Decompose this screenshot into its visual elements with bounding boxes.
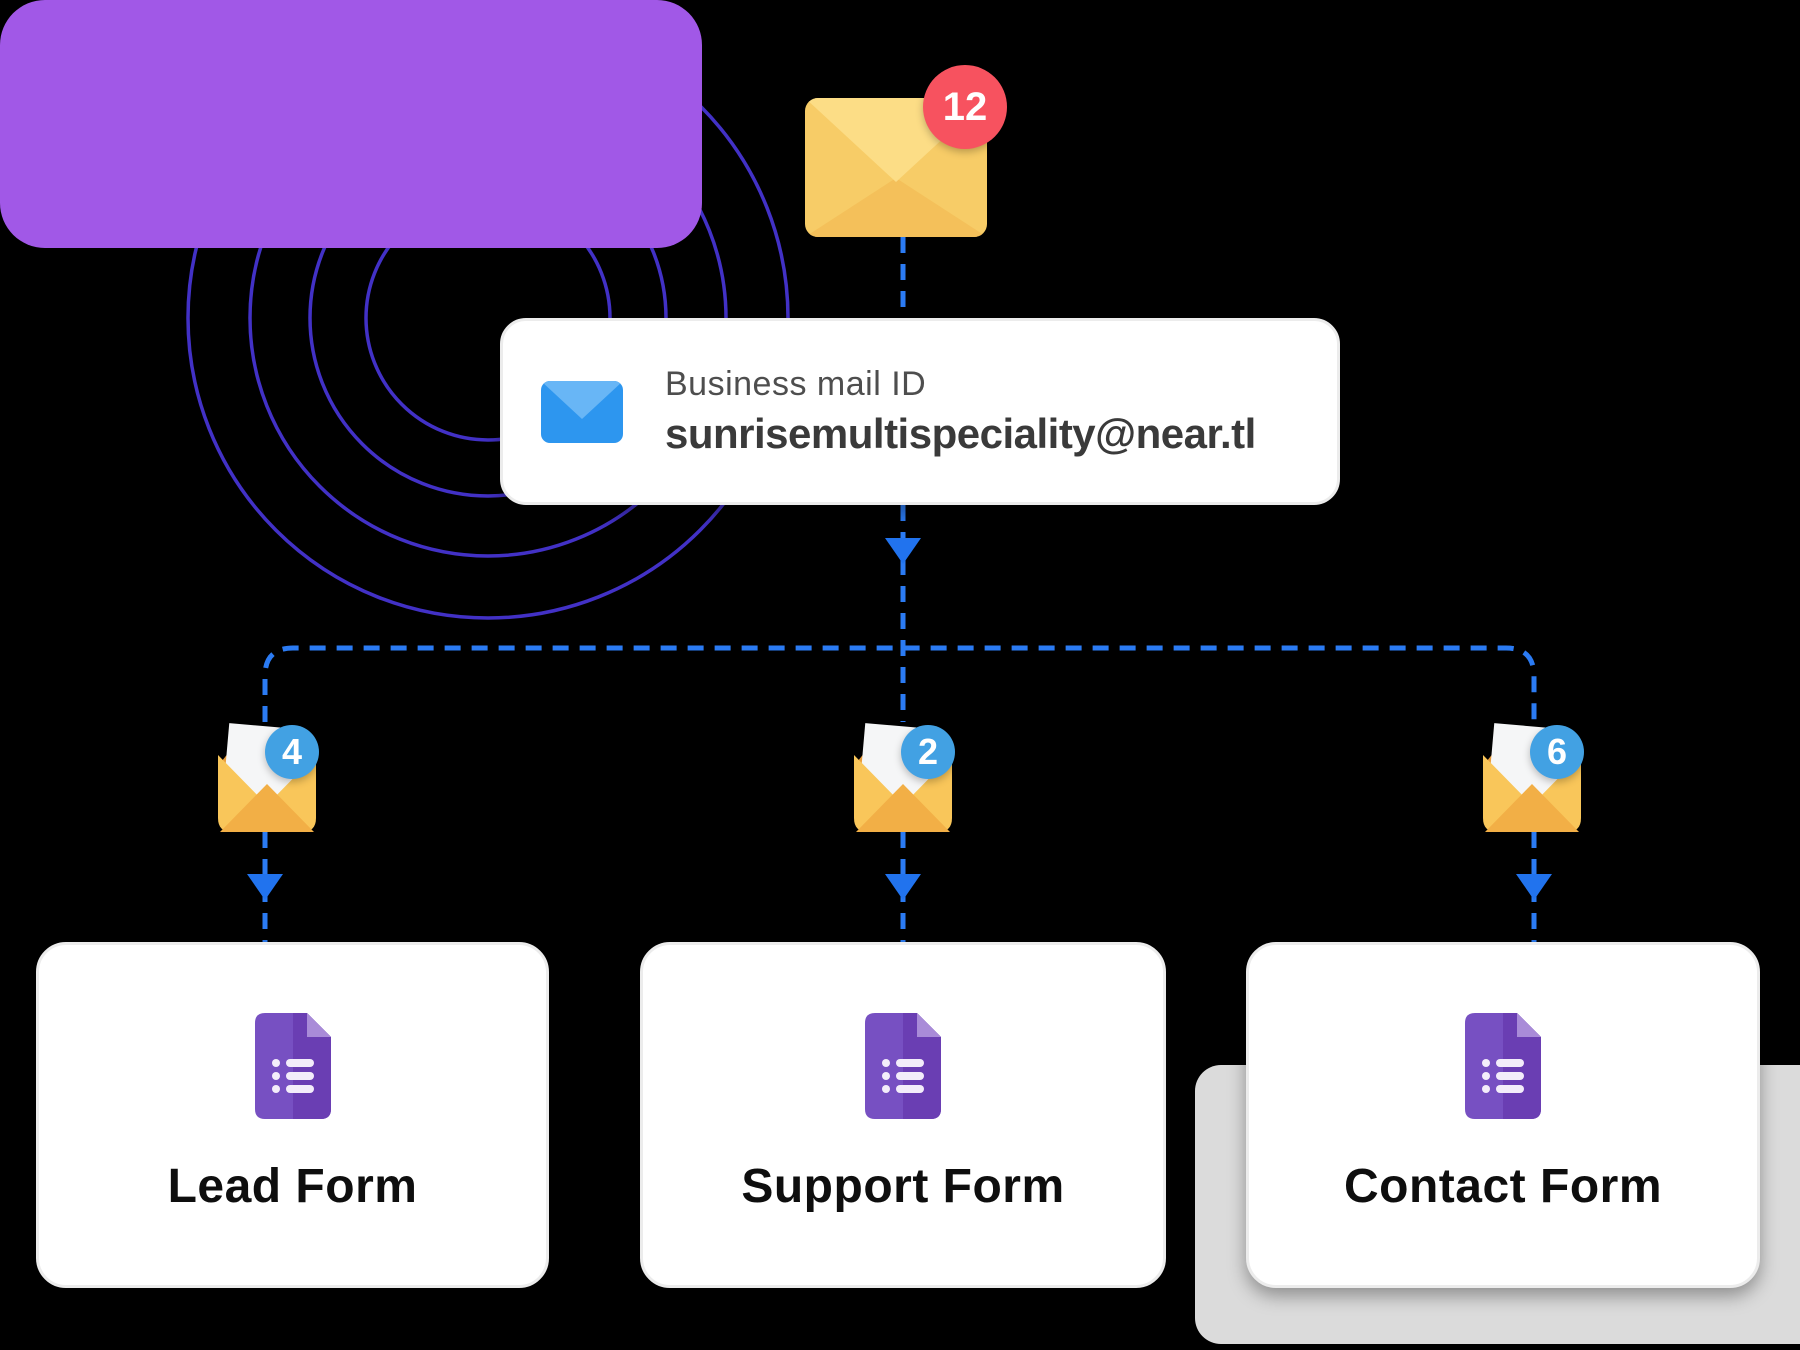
mail-card-label: Business mail ID (665, 365, 927, 403)
form-card-label: Contact Form (1344, 1160, 1662, 1213)
connector-branch-bar (262, 645, 1537, 722)
business-mail-card: Business mail ID sunrisemultispeciality@… (500, 318, 1340, 505)
blue-mail-icon (541, 380, 623, 443)
lead-form-card: Lead Form (36, 942, 549, 1288)
form-card-label: Lead Form (167, 1160, 418, 1213)
google-forms-icon (865, 1013, 941, 1119)
unread-count-badge: 4 (265, 725, 319, 779)
unread-count-badge: 6 (1530, 725, 1584, 779)
unread-count-badge: 2 (901, 725, 955, 779)
support-envelope: 2 (848, 722, 958, 832)
arrow-down-icon (1516, 874, 1552, 900)
contact-form-card: Contact Form (1246, 942, 1760, 1288)
google-forms-icon (254, 1013, 331, 1119)
mail-card-email: sunrisemultispeciality@near.tl (665, 410, 1256, 457)
arrow-down-icon (885, 874, 921, 900)
closed-envelope-icon (805, 98, 987, 237)
lead-envelope: 4 (212, 722, 322, 832)
arrow-down-icon (247, 874, 283, 900)
form-card-label: Support Form (741, 1160, 1065, 1213)
google-forms-icon (1465, 1013, 1541, 1119)
unread-count-badge: 12 (923, 65, 1007, 149)
contact-envelope: 6 (1477, 722, 1587, 832)
arrow-down-icon (885, 538, 921, 564)
decor-purple-panel (0, 0, 702, 248)
support-form-card: Support Form (640, 942, 1166, 1288)
inbox-envelope: 12 (805, 65, 1007, 237)
